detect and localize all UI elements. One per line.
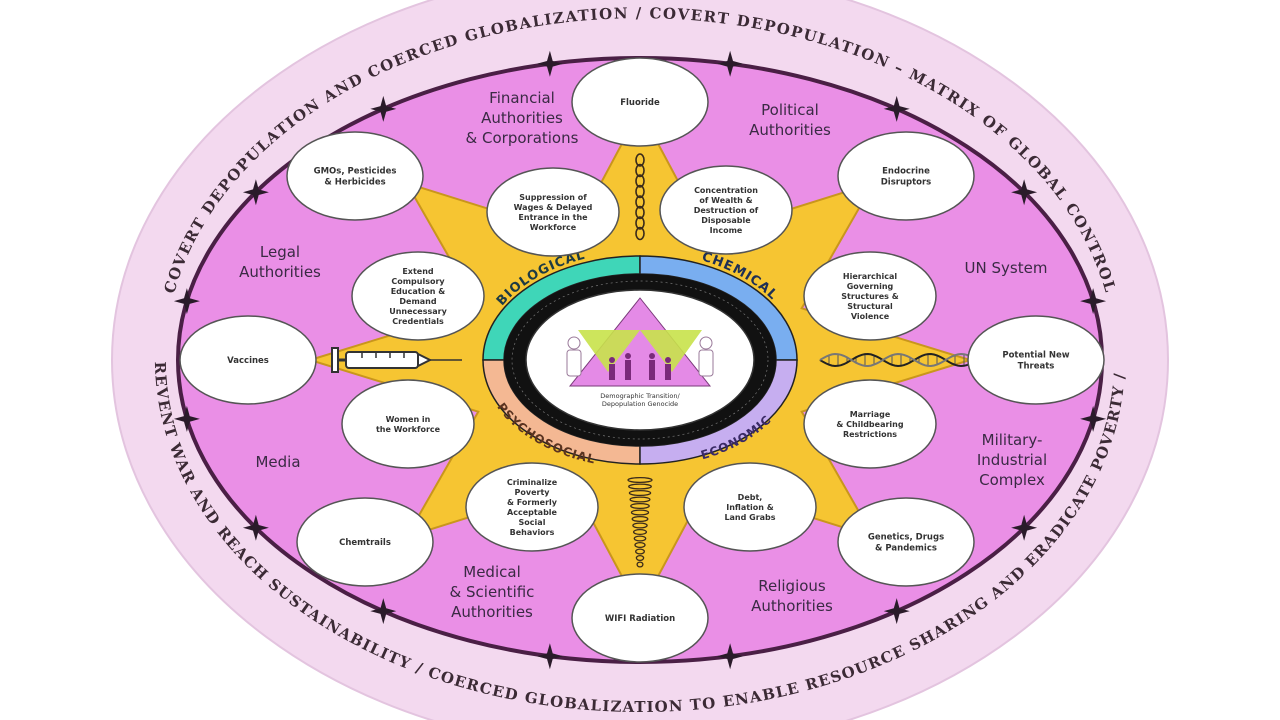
border-star-icon <box>1080 405 1107 432</box>
border-star-icon <box>883 95 910 122</box>
authority-label-media: Media <box>255 453 300 471</box>
border-star-icon <box>1080 288 1107 315</box>
coil-icon <box>627 476 653 568</box>
dna-icon <box>819 352 971 368</box>
syringe-icon <box>331 347 462 373</box>
border-star-icon <box>173 405 200 432</box>
border-star-icon <box>1011 514 1038 541</box>
outer-bubble-vaccines-label: Vaccines <box>227 356 269 366</box>
border-star-icon <box>883 598 910 625</box>
outer-bubble-fluoride: Fluoride <box>571 57 709 147</box>
chain-icon <box>635 153 645 241</box>
outer-bubble-genetics-drugs-pandemics-label: Genetics, Drugs& Pandemics <box>868 533 944 554</box>
outer-bubble-genetics-drugs-pandemics: Genetics, Drugs& Pandemics <box>837 497 975 587</box>
center-label: Demographic Transition/Depopulation Geno… <box>600 392 680 408</box>
authority-label-un-system: UN System <box>965 259 1048 277</box>
outer-bubble-gmos-pesticides-label: GMOs, Pesticides& Herbicides <box>314 167 397 188</box>
border-star-icon <box>242 514 269 541</box>
inner-bubble-debt-inflation-label: Debt,Inflation &Land Grabs <box>724 493 775 522</box>
inner-bubble-debt-inflation: Debt,Inflation &Land Grabs <box>683 462 817 552</box>
border-star-icon <box>536 643 563 670</box>
border-star-icon <box>717 643 744 670</box>
border-star-icon <box>173 288 200 315</box>
outer-bubble-gmos-pesticides: GMOs, Pesticides& Herbicides <box>286 131 424 221</box>
border-star-icon <box>370 598 397 625</box>
border-star-icon <box>242 179 269 206</box>
outer-bubble-wifi-radiation-label: WIFI Radiation <box>605 614 675 624</box>
outer-bubble-fluoride-label: Fluoride <box>620 98 660 108</box>
border-star-icon <box>370 95 397 122</box>
border-star-icon <box>717 50 744 77</box>
outer-bubble-wifi-radiation: WIFI Radiation <box>571 573 709 663</box>
outer-bubble-chemtrails: Chemtrails <box>296 497 434 587</box>
outer-bubble-vaccines: Vaccines <box>179 315 317 405</box>
outer-bubble-chemtrails-label: Chemtrails <box>339 538 391 548</box>
border-stars <box>173 50 1107 670</box>
border-star-icon <box>536 50 563 77</box>
border-star-icon <box>1011 179 1038 206</box>
population-emblem-icon: Demographic Transition/Depopulation Geno… <box>566 297 714 408</box>
